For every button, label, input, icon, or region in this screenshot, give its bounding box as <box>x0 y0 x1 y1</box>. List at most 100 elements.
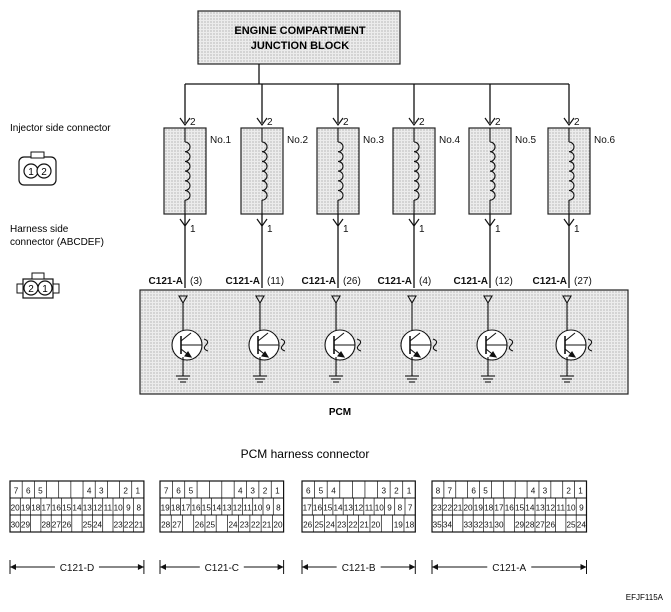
harness-pin-1: 1 <box>42 284 48 295</box>
connector-pin: 16 <box>505 504 515 513</box>
injector-top-pin: 2 <box>190 117 196 128</box>
connector-pin: 15 <box>323 504 333 513</box>
connector-pin: 7 <box>448 487 453 496</box>
connector-pin: 18 <box>484 504 494 513</box>
connector-pin: 12 <box>546 504 556 513</box>
connector-pin: 30 <box>494 521 504 530</box>
connector-pin: 29 <box>515 521 525 530</box>
injector-top-pin: 2 <box>343 117 349 128</box>
connector-pin: 2 <box>263 487 268 496</box>
connector-pin: 20 <box>273 521 283 530</box>
connector-pin: 6 <box>176 487 181 496</box>
figure-code: EFJF115A <box>626 593 664 602</box>
connector-pin: 16 <box>52 504 62 513</box>
pcm-driver-transistor <box>476 295 514 383</box>
connector-pin: 20 <box>463 504 473 513</box>
connector-pin: 23 <box>433 504 443 513</box>
connector-pin: 9 <box>126 504 131 513</box>
connector-pin: 24 <box>577 521 587 530</box>
connector-pin: 4 <box>331 487 336 496</box>
connector-pin: 14 <box>72 504 82 513</box>
harness-connector-label-line1: Harness side <box>10 224 69 235</box>
junction-block: ENGINE COMPARTMENT JUNCTION BLOCK <box>197 10 401 65</box>
connector-pin: 1 <box>578 487 583 496</box>
connector-pin: 12 <box>93 504 103 513</box>
connector-pin: 1 <box>136 487 141 496</box>
connector-pin: 24 <box>228 521 238 530</box>
connector-label: C121-C <box>205 563 239 574</box>
connector-pin: 3 <box>250 487 255 496</box>
pcm-driver-transistor <box>555 295 593 383</box>
connector-pin: 19 <box>394 521 404 530</box>
connector-pin: 11 <box>557 504 566 513</box>
pcm-connector-name: C121-A <box>533 276 567 287</box>
pcm-pin-number: (27) <box>574 276 592 287</box>
connector-pin: 11 <box>365 504 374 513</box>
harness-connector-label-line2: connector (ABCDEF) <box>10 237 104 248</box>
connector-pin: 5 <box>483 487 488 496</box>
connector-pin: 25 <box>83 521 93 530</box>
injector-bottom-pin: 1 <box>190 224 196 235</box>
connector-pin: 2 <box>123 487 128 496</box>
injector-connector-icon: 1 2 <box>18 151 57 186</box>
connector-pin: 16 <box>191 504 201 513</box>
connector-pin: 27 <box>52 521 62 530</box>
connector-pin: 12 <box>354 504 364 513</box>
pcm-pin-number: (11) <box>267 276 284 287</box>
connector-pin: 8 <box>136 504 141 513</box>
connector-pin: 13 <box>83 504 93 513</box>
injector-pin-2: 2 <box>41 167 47 178</box>
injector-name: No.5 <box>515 135 537 146</box>
connector-pin: 4 <box>87 487 92 496</box>
connector-pin: 13 <box>536 504 546 513</box>
connector-pin: 30 <box>11 521 21 530</box>
connector-pin: 11 <box>104 504 113 513</box>
injector-name: No.1 <box>210 135 232 146</box>
connector-pin: 4 <box>531 487 536 496</box>
injector-bottom-pin: 1 <box>343 224 349 235</box>
connector-pin: 8 <box>436 487 441 496</box>
connector-pin: 3 <box>382 487 387 496</box>
injector-group: 2No.11C121-A(3)2No.21C121-A(11)2No.31C12… <box>149 84 616 288</box>
connector-pin: 23 <box>337 521 347 530</box>
connector-pin: 22 <box>348 521 358 530</box>
connector-pin: 5 <box>319 487 324 496</box>
pcm-driver-transistor <box>400 295 438 383</box>
connector-pin: 26 <box>546 521 556 530</box>
connector-pin: 25 <box>314 521 324 530</box>
connector-pin: 5 <box>38 487 43 496</box>
connector-pin: 25 <box>206 521 216 530</box>
connector-pin: 18 <box>405 521 415 530</box>
injector-name: No.3 <box>363 135 385 146</box>
connector-pin: 22 <box>251 521 261 530</box>
injector-name: No.6 <box>594 135 616 146</box>
pcm-connector-name: C121-A <box>226 276 260 287</box>
connector-pin: 26 <box>195 521 205 530</box>
pcm-label: PCM <box>329 407 351 418</box>
pcm-pin-number: (26) <box>343 276 361 287</box>
connector-pin: 10 <box>566 504 576 513</box>
connector-pin: 8 <box>276 504 281 513</box>
connector-pin: 10 <box>375 504 385 513</box>
connector-label: C121-A <box>492 563 526 574</box>
connector-pin: 19 <box>21 504 31 513</box>
connector-pin: 1 <box>407 487 412 496</box>
injector-pin-1: 1 <box>28 167 34 178</box>
connector-pin: 6 <box>306 487 311 496</box>
connector-pin: 15 <box>515 504 525 513</box>
harness-connector-title: PCM harness connector <box>241 447 370 461</box>
connector-pin: 3 <box>543 487 548 496</box>
connector-pin: 17 <box>41 504 51 513</box>
connector-pin: 9 <box>266 504 271 513</box>
connector-pin: 9 <box>579 504 584 513</box>
connector-pin: 18 <box>171 504 181 513</box>
injector-bottom-pin: 1 <box>495 224 501 235</box>
connector-pin: 3 <box>99 487 104 496</box>
